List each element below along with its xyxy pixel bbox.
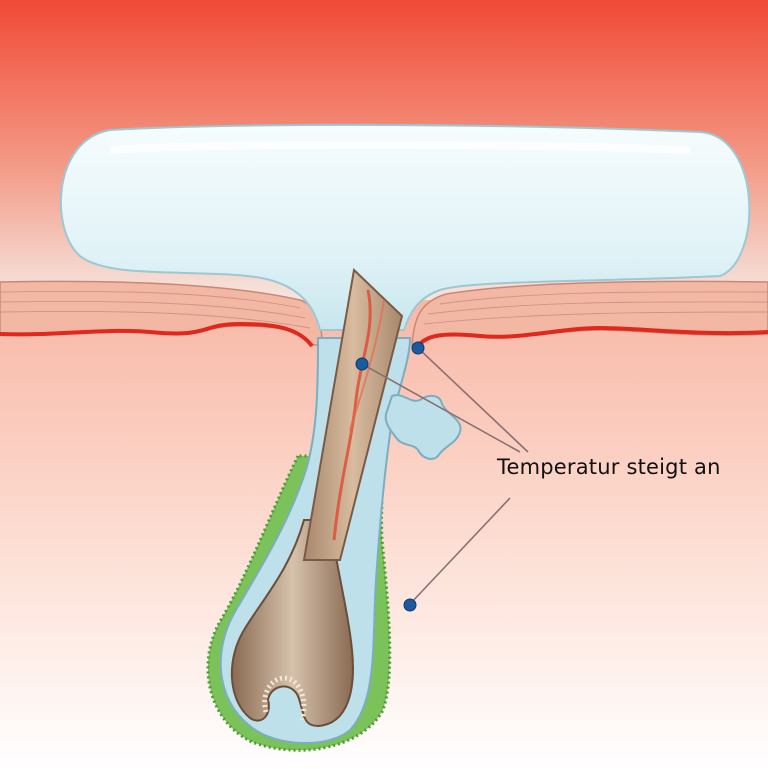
basal-line-left xyxy=(0,321,314,348)
sensor-marker xyxy=(403,598,417,612)
sensor-marker xyxy=(355,357,369,371)
basal-line-right xyxy=(416,325,768,348)
gel-highlight xyxy=(109,140,691,154)
hair-bulb xyxy=(230,519,354,728)
sensor-markers xyxy=(355,341,425,612)
sensor-marker xyxy=(411,341,425,355)
hair-red-streak xyxy=(332,289,372,541)
temperature-callout-label: Temperatur steigt an xyxy=(497,455,721,479)
pointer-lines xyxy=(361,347,529,605)
gel-pad xyxy=(59,123,751,331)
skin-texture-lines xyxy=(0,290,768,329)
dermal-papilla xyxy=(262,675,307,721)
hair-red-streak-2 xyxy=(349,299,385,431)
